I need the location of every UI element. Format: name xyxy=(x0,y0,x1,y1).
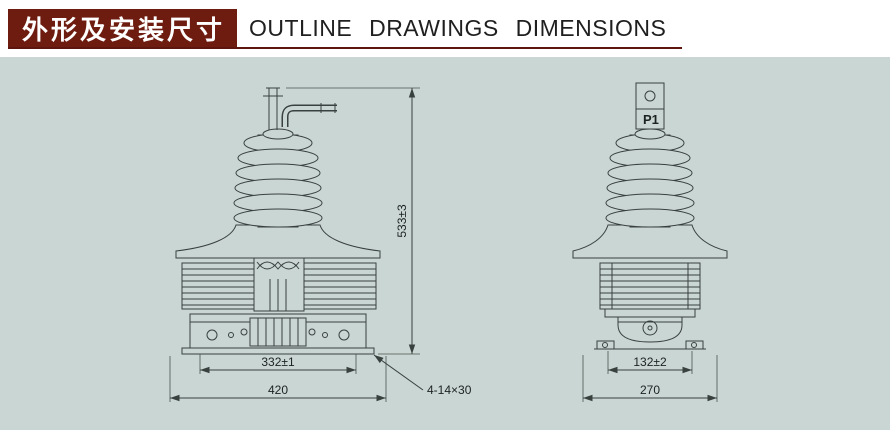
side-terminal-post: P1 xyxy=(635,82,665,130)
side-view-drawing: P1 xyxy=(572,82,728,402)
side-cooling-fins xyxy=(599,262,701,310)
title-chinese-text: 外形及安装尺寸 xyxy=(22,14,226,45)
front-slot-note-label: 4-14×30 xyxy=(427,383,472,397)
front-overall-width-dimension-label: 420 xyxy=(268,383,288,397)
front-view-drawing: 533±3 332±1 420 4-14×30 xyxy=(169,87,472,402)
side-dimensions: 132±2 270 xyxy=(582,351,718,402)
side-mounting-bracket xyxy=(594,308,706,350)
side-overall-width-dimension-label: 270 xyxy=(640,383,660,397)
front-mounting-width-dimension-label: 332±1 xyxy=(261,355,295,369)
title-chinese: 外形及安装尺寸 xyxy=(8,9,238,47)
page-header: 外形及安装尺寸 OUTLINE DRAWINGS DIMENSIONS xyxy=(8,9,666,47)
side-mounting-width-dimension-label: 132±2 xyxy=(633,355,667,369)
title-english: OUTLINE DRAWINGS DIMENSIONS xyxy=(237,9,666,47)
front-cooling-fins xyxy=(181,257,377,312)
header-underline xyxy=(8,47,682,49)
front-skirt xyxy=(175,224,381,259)
side-bushing-insulator xyxy=(605,128,695,228)
front-dimensions: 533±3 332±1 420 4-14×30 xyxy=(169,87,472,402)
front-bushing-insulator xyxy=(233,128,323,228)
front-mounting-base xyxy=(181,313,375,355)
front-height-dimension-label: 533±3 xyxy=(395,204,409,238)
side-skirt xyxy=(572,224,728,259)
side-terminal-label: P1 xyxy=(643,112,659,127)
outline-drawing-svg: 533±3 332±1 420 4-14×30 P1 xyxy=(169,82,728,402)
front-terminal-pipe xyxy=(263,87,337,130)
drawing-canvas: 533±3 332±1 420 4-14×30 P1 xyxy=(0,57,890,430)
title-english-text: OUTLINE DRAWINGS DIMENSIONS xyxy=(249,14,667,41)
